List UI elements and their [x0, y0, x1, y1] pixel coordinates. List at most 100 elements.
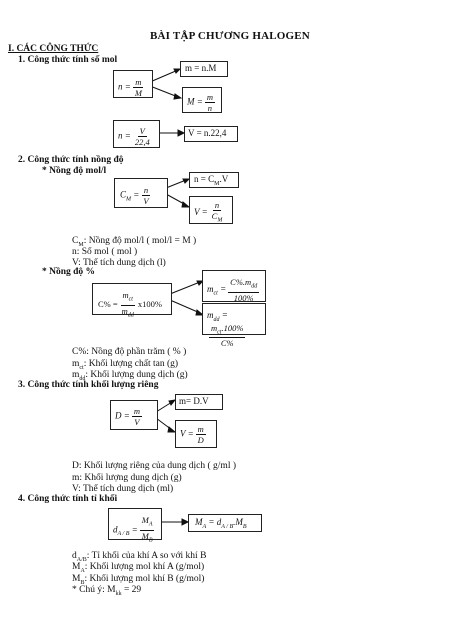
formula-text: x100% — [137, 299, 162, 310]
def-text: = 29 — [121, 585, 142, 595]
def-text: C — [72, 236, 79, 246]
subscript: kk — [115, 590, 122, 597]
heading-concentration: 2. Công thức tính nồng độ — [18, 155, 124, 165]
formula-text: = — [221, 310, 228, 320]
def-text: : Khối lượng mol khí A (g/mol) — [84, 562, 205, 572]
definition-mct: mct: Khối lượng chất tan (g) — [72, 358, 178, 374]
definition-CM: CM: Nồng độ mol/l ( mol/l = M ) — [72, 235, 196, 251]
frac-num: .100% — [221, 322, 244, 333]
formula-text: M — [195, 517, 203, 527]
subscript: B — [80, 579, 85, 586]
frac-num: m — [211, 322, 218, 333]
frac-den: D — [197, 435, 204, 445]
frac-num: m — [122, 290, 129, 300]
subscript: A — [80, 567, 85, 574]
frac-num: V — [137, 126, 147, 137]
def-text: : Tỉ khối của khí A so với khí B — [86, 551, 207, 561]
frac-num: m — [131, 406, 142, 417]
subscript: dd — [79, 375, 86, 382]
heading-mol: 1. Công thức tính số mol — [18, 55, 118, 65]
subscript: ct — [213, 290, 218, 297]
note-Mkk: * Chú ý: Mkk = 29 — [72, 584, 141, 600]
formula-text: n = C — [194, 174, 215, 184]
definition-V: V: Thể tích dung dịch (l) — [72, 258, 166, 268]
frac-num: n — [141, 185, 151, 196]
definition-Cpercent: C%: Nồng độ phần trăm ( % ) — [72, 347, 187, 357]
subheading-molar: * Nồng độ mol/l — [42, 166, 107, 176]
def-text: m — [72, 370, 80, 380]
frac-den: 100% — [233, 292, 254, 303]
formula-text: D = — [115, 410, 130, 421]
formula-text: = d — [206, 517, 222, 527]
frac-den: m — [121, 305, 128, 316]
definition-D: D: Khối lượng riêng của dung dịch ( g/ml… — [72, 461, 236, 471]
def-text: : Khối lượng dung dịch (g) — [85, 370, 188, 380]
frac-den: V — [134, 417, 140, 427]
frac-num: C%.m — [230, 277, 252, 287]
subscript: B — [148, 537, 153, 544]
formula-text: m = n.M — [185, 63, 217, 73]
definition-MB: MB: Khối lượng mol khí B (g/mol) — [72, 573, 204, 589]
subscript: dd — [251, 283, 258, 290]
heading-relative-density: 4. Công thức tính tỉ khối — [18, 494, 118, 504]
def-text: : Khối lượng mol khí B (g/mol) — [84, 574, 205, 584]
definition-mdd: mdd: Khối lượng dung dịch (g) — [72, 369, 188, 385]
subscript: A / B — [117, 531, 130, 538]
subscript: M — [217, 217, 223, 224]
frac-den: M — [141, 530, 149, 541]
formula-text: C% = — [98, 299, 118, 310]
page-title: BÀI TẬP CHƯƠNG HALOGEN — [150, 30, 310, 42]
definition-V-ml: V: Thể tích dung dịch (ml) — [72, 484, 174, 494]
subheading-percent: * Nồng độ % — [42, 267, 96, 277]
formula-text: n = — [118, 81, 131, 92]
subscript: B — [242, 523, 247, 530]
formula-text: .M — [233, 517, 243, 527]
formula-box-m-DV: m= D.V — [175, 394, 223, 410]
subscript: ct — [128, 296, 133, 303]
subscript: M — [78, 241, 84, 248]
formula-box-m-nM: m = n.M — [180, 61, 228, 77]
definition-MA: MA: Khối lượng mol khí A (g/mol) — [72, 561, 204, 577]
subscript: A — [148, 521, 153, 528]
frac-num: M — [141, 515, 149, 525]
formula-text: m= D.V — [179, 396, 209, 406]
def-text: * Chú ý: M — [72, 585, 116, 595]
formula-text: C — [120, 189, 127, 200]
formula-box-n-CMV: n = CM.V — [189, 172, 239, 188]
frac-num: n — [212, 200, 222, 211]
frac-den: n — [207, 103, 213, 113]
frac-den: V — [143, 196, 149, 206]
subscript: A — [202, 523, 207, 530]
frac-num: m — [133, 77, 144, 88]
formula-text: V = n.22,4 — [188, 128, 227, 138]
def-text: : Khối lượng chất tan (g) — [83, 359, 179, 369]
frac-den: 22,4 — [134, 137, 150, 147]
heading-density: 3. Công thức tính khối lượng riêng — [18, 380, 159, 390]
def-text: M — [72, 574, 81, 584]
formula-text: M = — [187, 96, 203, 107]
def-text: M — [72, 562, 81, 572]
formula-text: V = — [180, 428, 194, 439]
def-text: : Nồng độ mol/l ( mol/l = M ) — [83, 236, 197, 246]
subscript: dd — [127, 312, 134, 319]
section-heading-formulas: I. CÁC CÔNG THỨC — [8, 44, 99, 54]
subscript: ct — [217, 329, 222, 336]
formula-box-MA: MA = dA / B.MB — [188, 514, 262, 532]
formula-text: m — [207, 283, 214, 294]
subscript: M — [214, 180, 220, 187]
frac-num: m — [204, 92, 215, 103]
definition-n: n: Số mol ( mol ) — [72, 247, 138, 257]
definition-dAB: dA/B: Tỉ khối của khí A so với khí B — [72, 550, 206, 566]
frac-den: C% — [220, 338, 234, 349]
subscript: ct — [79, 364, 84, 371]
def-text: m — [72, 359, 80, 369]
frac-den: C — [211, 211, 218, 221]
